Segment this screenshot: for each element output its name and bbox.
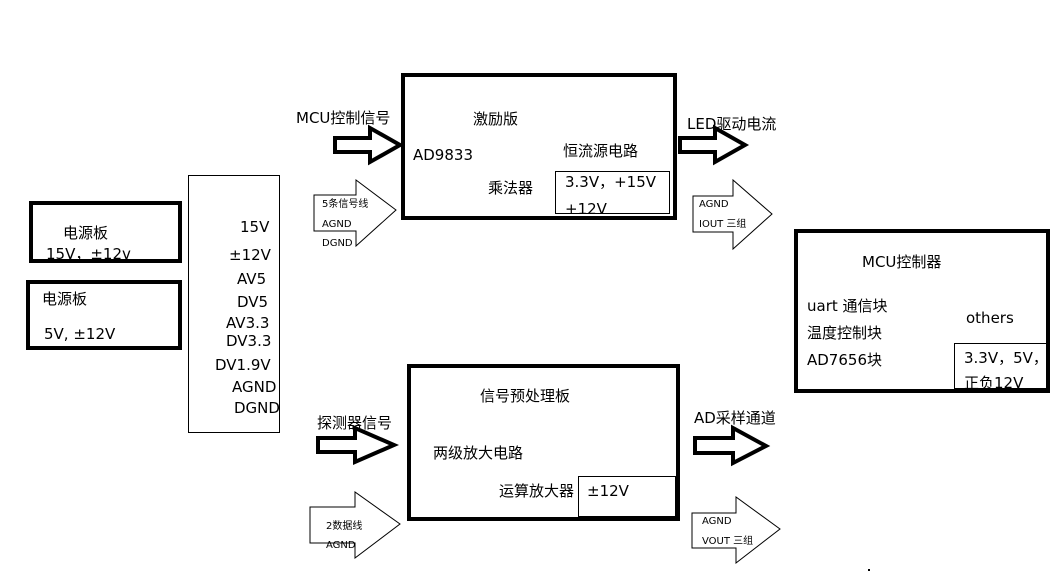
two-data-label: 2数据线 xyxy=(326,521,363,532)
power-board-1-voltage: 15V，±12v xyxy=(46,245,131,263)
mcu-controller xyxy=(794,229,1050,393)
uart-label: uart 通信块 xyxy=(807,297,888,315)
rail-agnd: AGND xyxy=(232,378,277,396)
led-drive-label: LED驱动电流 xyxy=(687,115,777,133)
power-board-1-title: 电源板 xyxy=(63,224,109,242)
signal-preprocessing-board xyxy=(407,364,680,521)
five-signal-label: 5条信号线 xyxy=(322,199,369,210)
rail-15v: 15V xyxy=(240,218,270,236)
led-drive-arrow xyxy=(678,124,750,166)
power-board-2 xyxy=(26,280,182,350)
ad-channel-label: AD采样通道 xyxy=(694,409,776,427)
signal-supply-box xyxy=(578,476,676,517)
stray-dot xyxy=(868,569,870,571)
power-board-2-voltage: 5V, ±12V xyxy=(44,325,116,343)
temp-control-label: 温度控制块 xyxy=(807,324,883,342)
mcu-supply-box: 3.3V，5V， 正负12V xyxy=(954,343,1050,389)
ad7656-label: AD7656块 xyxy=(807,351,882,369)
op-amp-label: 运算放大器 xyxy=(499,482,575,500)
agnd-label-c: AGND xyxy=(326,540,356,551)
rail-dv5: DV5 xyxy=(237,293,269,311)
mcu-supply-2: 正负12V xyxy=(964,374,1024,389)
multiplier-label: 乘法器 xyxy=(488,179,534,197)
signal-board-title: 信号预处理板 xyxy=(480,387,571,405)
excitation-title: 激励版 xyxy=(473,110,519,128)
dgnd-label-a: DGND xyxy=(322,238,353,249)
two-stage-amp-label: 两级放大电路 xyxy=(433,444,524,462)
excitation-supply-box xyxy=(555,171,670,214)
mcu-control-label: MCU控制信号 xyxy=(296,109,391,127)
excitation-board xyxy=(401,73,677,220)
others-label: others xyxy=(966,309,1014,327)
rail-dv3-3: DV3.3 xyxy=(226,332,272,350)
agnd-label-b: AGND xyxy=(699,199,729,210)
signal-supply-label: ±12V xyxy=(587,482,629,500)
agnd-label-d: AGND xyxy=(702,516,732,527)
vout-arrow xyxy=(691,496,781,565)
power-board-2-title: 电源板 xyxy=(42,290,88,308)
agnd-label-a: AGND xyxy=(322,219,352,230)
power-rails-box xyxy=(188,175,280,433)
excitation-supply-1: 3.3V，+15V xyxy=(565,173,657,191)
ad-channel-arrow xyxy=(693,424,771,467)
constant-current-label: 恒流源电路 xyxy=(563,142,639,160)
mcu-title: MCU控制器 xyxy=(862,253,942,271)
rail-av3-3: AV3.3 xyxy=(226,314,270,332)
ad9833-label: AD9833 xyxy=(413,146,473,164)
excitation-supply-2: +12V xyxy=(565,200,607,218)
iout-label: IOUT 三组 xyxy=(699,219,747,230)
rail-dgnd: DGND xyxy=(234,399,280,417)
five-signal-arrow xyxy=(313,179,397,248)
detector-signal-label: 探测器信号 xyxy=(317,414,393,432)
two-data-arrow xyxy=(309,491,401,560)
power-board-1 xyxy=(29,201,182,263)
detector-signal-arrow xyxy=(316,424,400,466)
rail-dv1-9v: DV1.9V xyxy=(215,356,271,374)
iout-arrow xyxy=(692,178,773,251)
rail-av5: AV5 xyxy=(237,270,267,288)
vout-label: VOUT 三组 xyxy=(702,536,754,547)
mcu-control-arrow xyxy=(333,124,405,166)
rail-pm12v: ±12V xyxy=(229,246,271,264)
mcu-supply-1: 3.3V，5V， xyxy=(964,349,1048,367)
